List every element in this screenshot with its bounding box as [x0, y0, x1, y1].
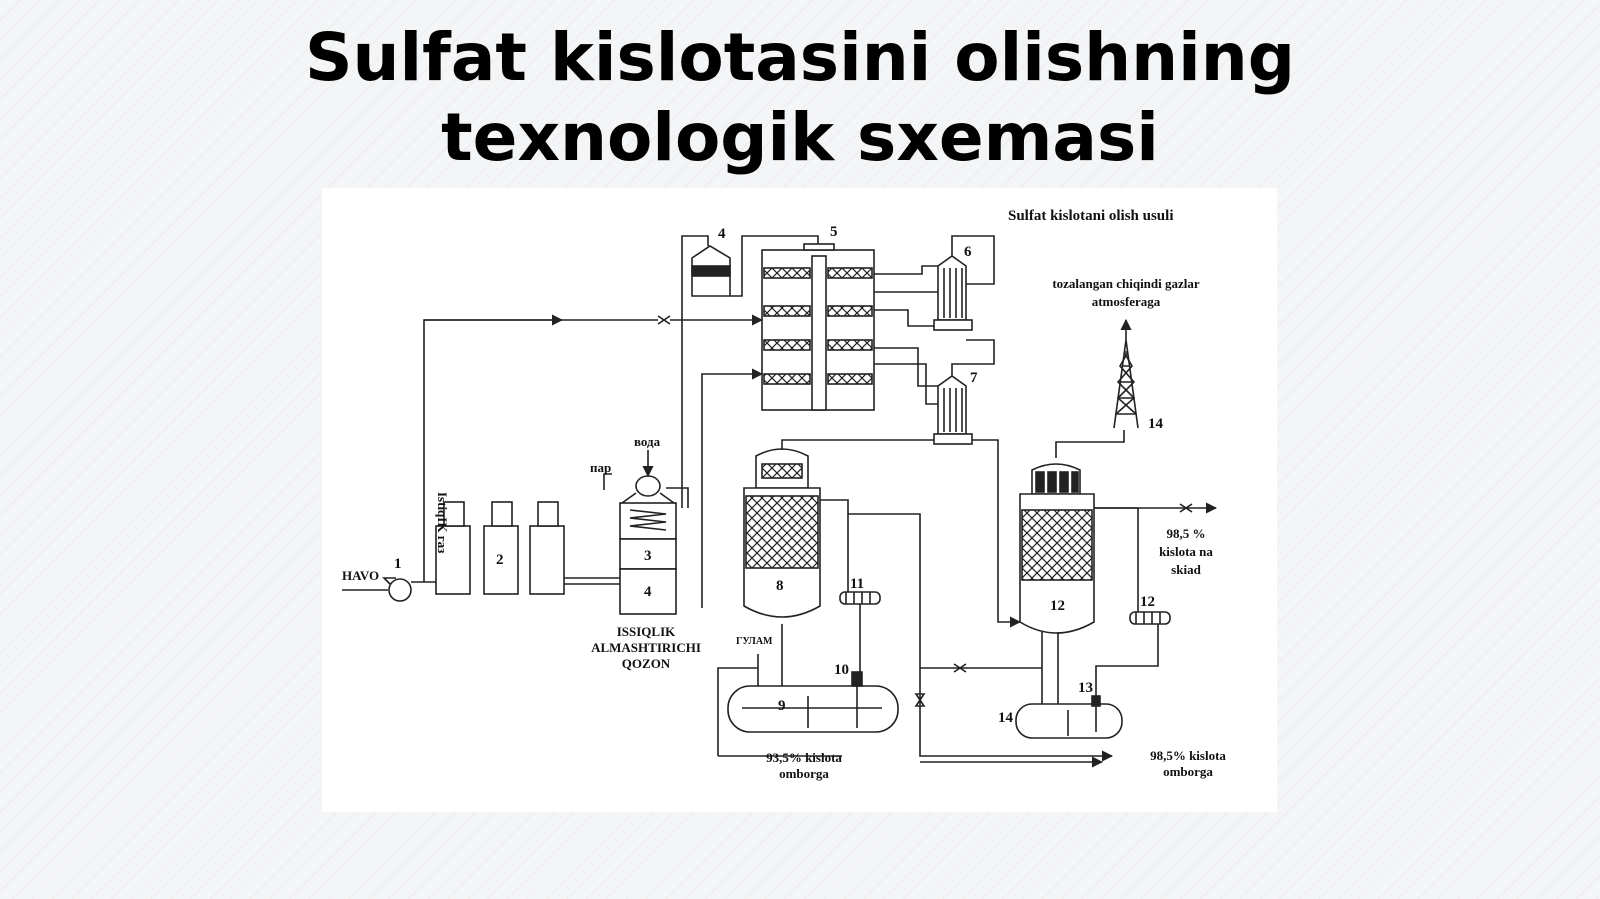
label-istiqlik-gaz: IstiqIK газ [435, 492, 450, 553]
label-skiad-3: skiad [1171, 562, 1201, 577]
separator-4 [691, 245, 731, 297]
title-line-1: Sulfat kislotasini olishning [305, 19, 1295, 96]
diagram-caption: Sulfat kislotani olish usuli [1008, 208, 1173, 224]
number-4-boiler: 4 [644, 584, 652, 600]
label-gases-1: tozalangan chiqindi gazlar [1052, 276, 1200, 291]
air-blower-1 [382, 577, 412, 602]
label-voda: вода [634, 434, 661, 449]
number-1: 1 [394, 556, 402, 572]
label-acid-985-1: 98,5% kislota [1150, 748, 1226, 763]
number-3: 3 [644, 548, 652, 564]
number-4-separator: 4 [718, 226, 726, 242]
slide-title: Sulfat kislotasini olishning texnologik … [0, 18, 1600, 178]
label-boiler-1: ISSIQLIK [617, 624, 676, 639]
monohydrate-absorber-12 [1019, 463, 1095, 634]
number-8: 8 [776, 578, 784, 594]
cooler-11 [839, 591, 881, 605]
number-12-cooler: 12 [1140, 594, 1155, 610]
heat-exchanger-boiler [619, 475, 677, 615]
number-13: 13 [1078, 680, 1093, 696]
oleum-absorber-8 [743, 448, 821, 618]
number-10: 10 [834, 662, 849, 678]
label-havo: HAVO [342, 568, 379, 583]
cooler-12 [1129, 611, 1171, 625]
label-acid-985-2: omborga [1163, 764, 1213, 779]
number-2: 2 [496, 552, 504, 568]
number-14-stack: 14 [1148, 416, 1164, 432]
heat-exchanger-7 [933, 375, 973, 445]
number-14-tank: 14 [998, 710, 1014, 726]
collector-tank-14 [1015, 703, 1123, 739]
collector-tank-9 [727, 685, 899, 733]
label-boiler-3: QOZON [622, 656, 671, 671]
label-skiad-1: 98,5 % [1167, 526, 1206, 541]
pump-10 [851, 671, 863, 728]
number-5: 5 [830, 224, 838, 240]
label-skiad-2: kislota na [1159, 544, 1213, 559]
pipelines [342, 235, 1218, 768]
label-acid-935-1: 93,5% kislota [766, 750, 842, 765]
contact-apparatus-5 [761, 243, 875, 411]
number-12-absorber: 12 [1050, 598, 1065, 614]
process-flow-diagram: Sulfat kislotani olish usuli HAVO IstiqI… [322, 188, 1277, 812]
label-par: пар [590, 460, 611, 475]
label-gases-2: atmosferaga [1092, 294, 1161, 309]
label-boiler-2: ALMASHTIRICHI [591, 640, 701, 655]
number-9: 9 [778, 698, 786, 714]
label-acid-935-2: omborga [779, 766, 829, 781]
heat-exchanger-6 [933, 255, 973, 331]
number-7: 7 [970, 370, 978, 386]
drying-columns-2 [435, 501, 565, 595]
exhaust-stack-14 [1113, 339, 1139, 429]
label-oleum: ГУЛАМ [736, 636, 773, 647]
number-6: 6 [964, 244, 972, 260]
number-11: 11 [850, 576, 864, 592]
title-line-2: texnologik sxemasi [441, 99, 1159, 176]
